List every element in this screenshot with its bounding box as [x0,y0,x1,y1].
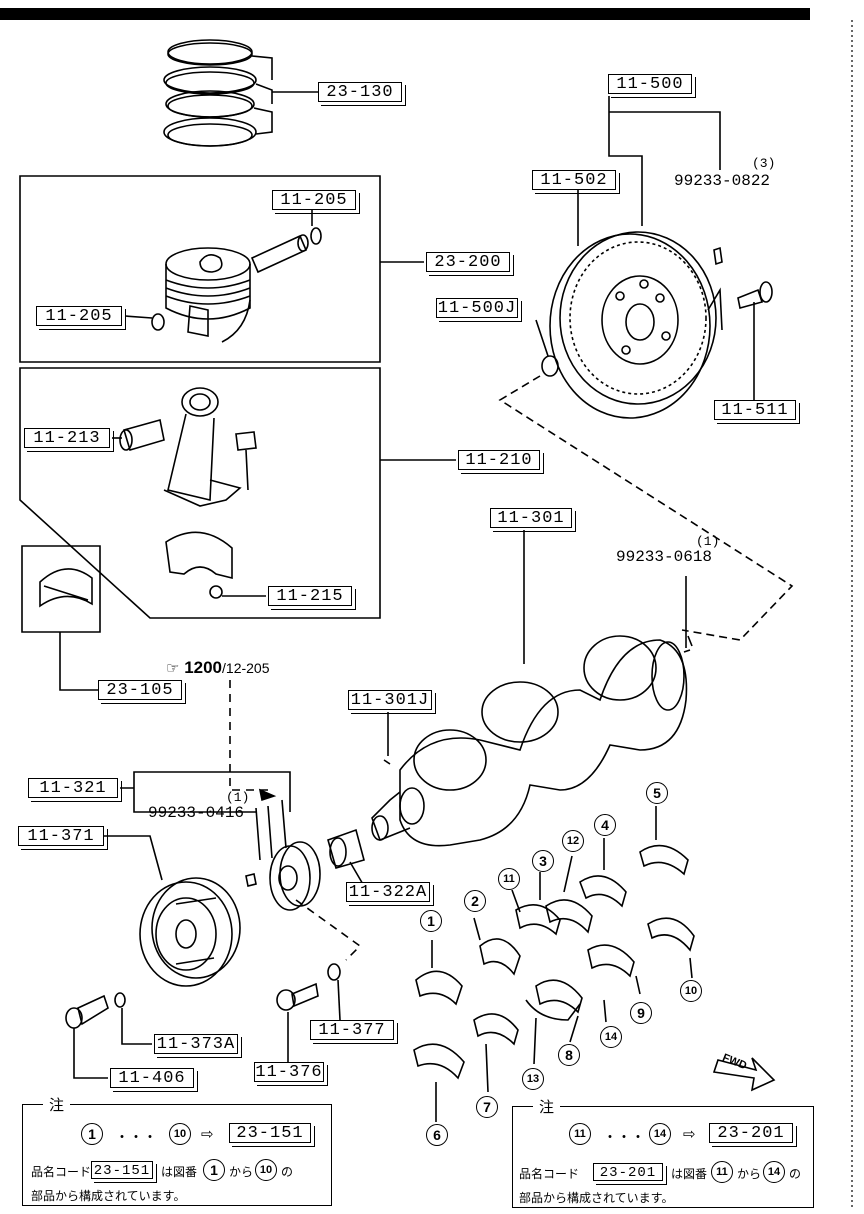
note-left-code: 23-151 [229,1123,315,1147]
crank-pulley-drawing [139,877,241,987]
label-spacer: 11-322A [346,882,434,906]
label-pulley-bolt: 11-406 [110,1068,198,1092]
note-right-from: 11 [569,1123,591,1145]
note-right-l1-mid: は図番 [671,1167,708,1181]
label-ring-gear: 11-502 [532,170,620,194]
label-washer-a: 11-373A [154,1034,242,1058]
label-con-rod-bushing: 11-213 [24,428,114,452]
label-crank-key: 11-301J [348,690,436,714]
label-crank-pulley: 11-371 [18,826,108,850]
callout-9: 9 [630,1002,652,1024]
part-flywheel-dowel: 99233-0822 [674,172,771,190]
note-right-l1-prefix: 品名コード [519,1167,580,1181]
con-rod-box-frame [19,367,381,619]
note-left: 注 1 ・・・ 10 ⇨ 23-151 品名コード 23-151 は図番 1 か… [22,1094,332,1206]
note-right-l1-code: 23-201 [593,1163,667,1185]
note-left-l1-prefix: 品名コード [31,1165,92,1179]
callout-6: 6 [426,1124,448,1146]
header-bar [0,8,810,20]
note-right-l1-from: 11 [711,1161,733,1183]
note-left-from: 1 [81,1123,103,1145]
label-piston-pin: 11-205 [272,190,360,214]
reference: ☞ 1200/12-205 [166,658,270,678]
reference-sub: /12-205 [222,660,270,676]
label-con-rod-nut: 11-215 [268,586,356,610]
label-con-rod-bearing: 23-105 [98,680,186,704]
callout-11: 11 [498,868,520,890]
qty-pulley-key: (1) [226,790,250,805]
note-left-dots: ・・・ [115,1130,157,1146]
note-right-dots: ・・・ [603,1130,645,1146]
con-rod-drawing [119,387,257,599]
pulley-bolt-drawing [65,963,341,1029]
note-left-l1-code: 23-151 [91,1161,157,1183]
piston-rings-drawing [163,39,322,147]
label-pilot-bearing: 11-500J [436,298,522,322]
label-timing-pulley: 11-321 [28,778,122,802]
callout-13: 13 [522,1068,544,1090]
note-right-to: 14 [649,1123,671,1145]
flywheel-drawing [541,231,773,419]
reference-icon: ☞ [166,660,180,677]
label-plug-bolt: 11-376 [254,1062,328,1086]
note-left-to: 10 [169,1123,191,1145]
label-flywheel-assy: 11-500 [608,74,696,98]
note-left-arrow: ⇨ [201,1125,214,1143]
note-left-l1-mid: は図番 [161,1165,198,1179]
note-right-l1-to: 14 [763,1161,785,1183]
label-piston-rings: 23-130 [318,82,406,106]
bearing-box-frame [21,545,101,633]
note-left-l1-kara: から [229,1165,254,1179]
callout-12: 12 [562,830,584,852]
label-washer-b: 11-377 [310,1020,398,1044]
callout-5: 5 [646,782,668,804]
label-flywheel-bolt: 11-511 [714,400,800,424]
fwd-arrow [712,1057,776,1092]
note-right-code: 23-201 [709,1123,797,1147]
callout-10: 10 [680,980,702,1002]
label-con-rod-assy: 11-210 [458,450,544,474]
piston-drawing [151,227,322,343]
callout-7: 7 [476,1096,498,1118]
qty-crank-dowel: (1) [696,534,720,549]
note-left-l1-to: 10 [255,1159,277,1181]
qty-flywheel-dowel: (3) [752,156,776,171]
label-crankshaft: 11-301 [490,508,576,532]
note-right-heading: 注 [533,1096,561,1117]
note-left-heading: 注 [43,1094,71,1115]
crankshaft-drawing [371,635,693,847]
piston-box-frame [19,175,381,363]
note-right-line2: 部品から構成されています。 [519,1191,674,1205]
callout-2: 2 [464,890,486,912]
callout-4: 4 [594,814,616,836]
timing-pulley-drawing [245,799,365,911]
note-right-l1-kara: から [737,1167,762,1181]
note-right-l1-no: の [789,1167,802,1181]
note-right-arrow: ⇨ [683,1125,696,1143]
note-left-l1-no: の [281,1165,294,1179]
callout-3: 3 [532,850,554,872]
part-pulley-key: 99233-0416 [148,804,245,822]
callout-14: 14 [600,1026,622,1048]
part-crank-dowel: 99233-0618 [616,548,713,566]
note-left-l1-from: 1 [203,1159,225,1181]
bearing-shells [413,844,695,1080]
note-left-line2: 部品から構成されています。 [31,1189,186,1203]
callout-1: 1 [420,910,442,932]
label-piston-clip: 11-205 [36,306,126,330]
reference-main: 1200 [184,658,223,677]
callout-8: 8 [558,1044,580,1066]
label-piston-assy: 23-200 [426,252,514,276]
note-right: 注 11 ・・・ 14 ⇨ 23-201 品名コード 23-201 は図番 11… [512,1096,814,1208]
